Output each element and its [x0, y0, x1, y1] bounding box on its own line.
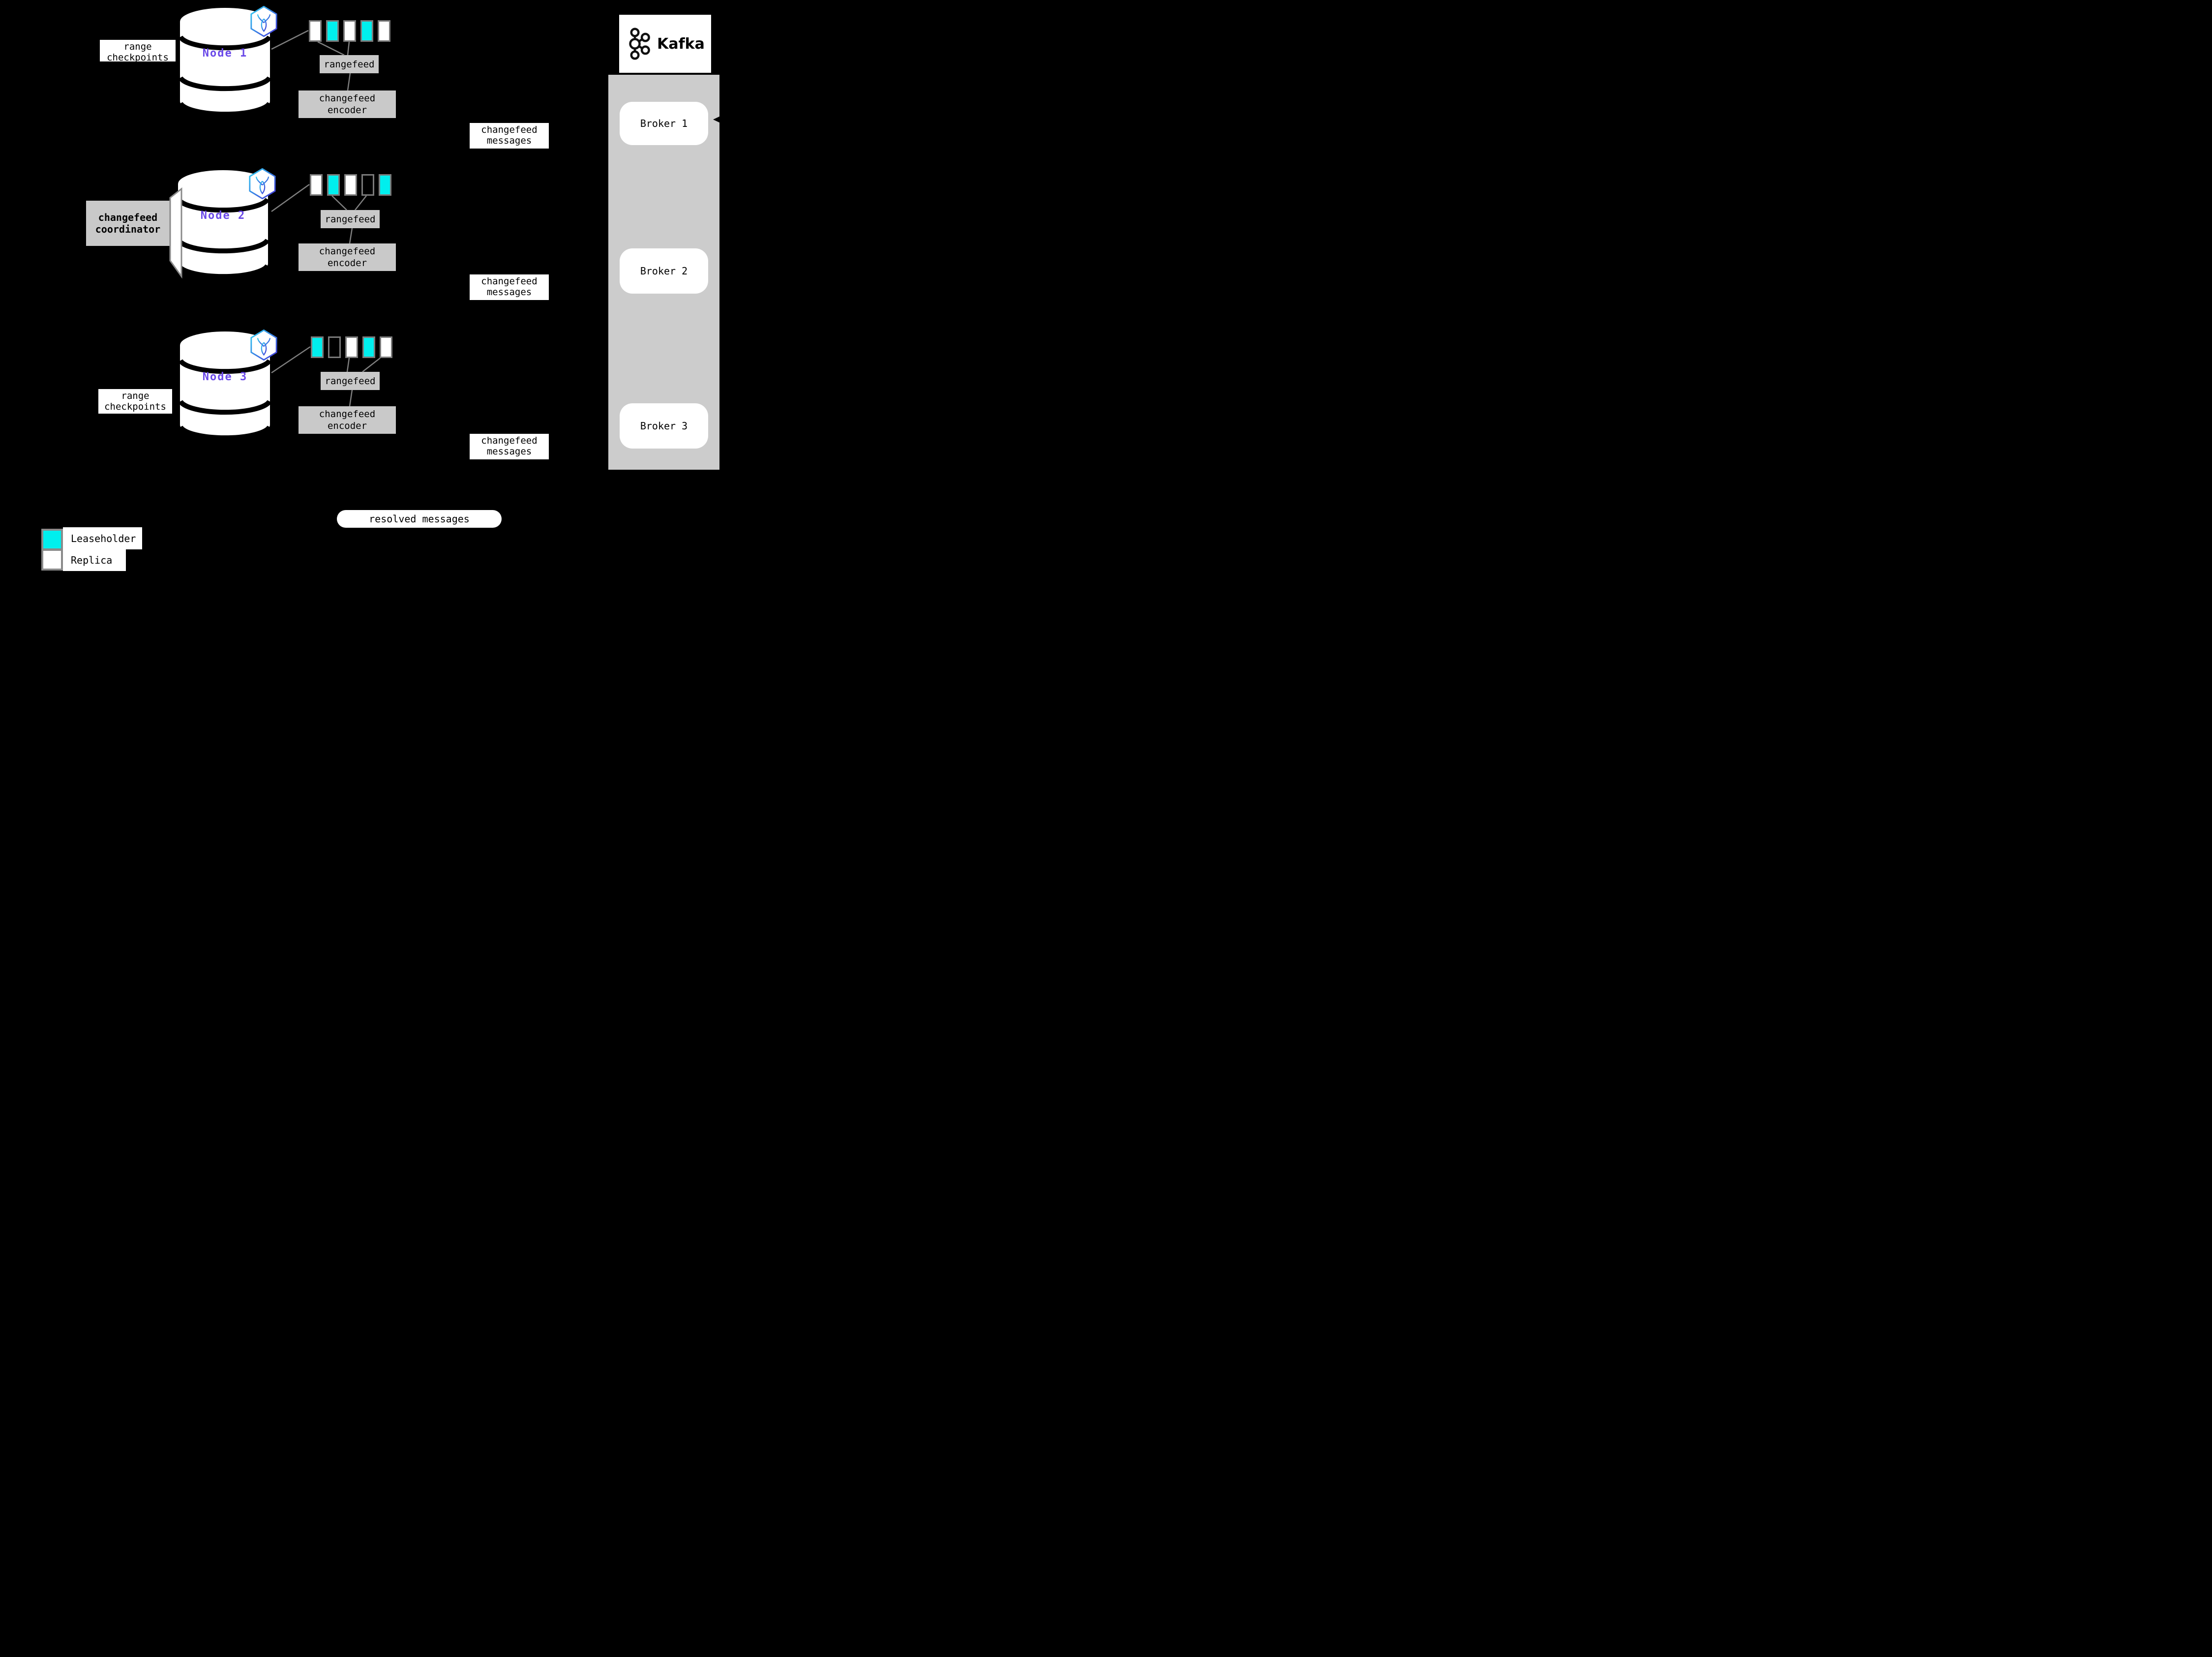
range-box-leaseholder: [362, 336, 375, 358]
range-box-leaseholder: [326, 20, 339, 42]
node-1-cylinder: Node 1: [179, 7, 270, 116]
connector-line: [271, 183, 310, 212]
connector-line: [355, 195, 367, 211]
broker-1: Broker 1: [620, 102, 708, 145]
range-boxes-row: [311, 336, 392, 358]
cockroachdb-logo-icon: [250, 330, 277, 361]
node-3-cylinder: Node 3: [179, 331, 270, 440]
database-cylinder-icon: [179, 331, 270, 440]
range-box-leaseholder: [379, 174, 391, 196]
connector-line: [317, 41, 345, 56]
range-box-leaseholder: [311, 336, 324, 358]
resolved-messages-label: resolved messages: [337, 510, 502, 528]
connector-line: [349, 390, 353, 407]
changefeed-encoder-box: changefeed encoder: [299, 406, 396, 434]
connector-line: [347, 41, 350, 56]
range-box-leaseholder: [327, 174, 340, 196]
legend-leaseholder-swatch: [41, 529, 63, 550]
range-box-none: [328, 336, 341, 358]
range-checkpoints-label: range checkpoints: [100, 40, 176, 61]
changefeed-messages-label: changefeed messages: [470, 274, 549, 300]
range-box-replica: [345, 336, 358, 358]
node-name: Node 2: [200, 210, 246, 222]
range-box-replica: [380, 336, 392, 358]
changefeed-architecture-diagram: { "colors": { "leaseholder": "#00efee", …: [0, 0, 771, 577]
range-boxes-row: [309, 20, 390, 42]
legend-replica-swatch: [41, 549, 63, 571]
range-box-leaseholder: [360, 20, 373, 42]
connector-line: [347, 73, 351, 91]
range-box-replica: [344, 174, 357, 196]
changefeed-messages-label: changefeed messages: [470, 434, 549, 459]
rangefeed-box: rangefeed: [320, 55, 379, 73]
changefeed-coordinator-box: changefeed coordinator: [86, 201, 170, 246]
cockroachdb-logo-icon: [249, 168, 276, 199]
node-name: Node 3: [202, 371, 248, 383]
rangefeed-box: rangefeed: [321, 210, 380, 228]
cockroachdb-logo-icon: [250, 6, 277, 37]
kafka-broker-panel: Broker 1 Broker 2 Broker 3: [608, 75, 719, 470]
legend-leaseholder-label: Leaseholder: [63, 527, 142, 549]
broker-2: Broker 2: [620, 248, 708, 294]
connector-line: [362, 358, 381, 372]
connector-line: [346, 358, 350, 372]
database-cylinder-icon: [178, 170, 269, 278]
node-2-cylinder: Node 2: [178, 169, 269, 278]
rangefeed-box: rangefeed: [321, 372, 380, 390]
changefeed-encoder-box: changefeed encoder: [299, 243, 396, 271]
node-name: Node 1: [202, 47, 248, 60]
changefeed-encoder-box: changefeed encoder: [299, 90, 396, 118]
connector-line: [331, 195, 347, 211]
legend-replica-label: Replica: [63, 549, 126, 571]
range-box-replica: [343, 20, 356, 42]
range-box-replica: [309, 20, 322, 42]
range-box-replica: [310, 174, 323, 196]
connector-line: [349, 228, 353, 244]
broker-3: Broker 3: [620, 403, 708, 449]
range-box-replica: [378, 20, 390, 42]
range-checkpoints-label: range checkpoints: [98, 389, 172, 414]
database-cylinder-icon: [179, 8, 270, 116]
kafka-title: Kafka: [657, 35, 705, 53]
kafka-logo-box: Kafka: [619, 15, 711, 73]
range-box-none: [361, 174, 374, 196]
changefeed-messages-label: changefeed messages: [470, 123, 549, 149]
kafka-logo-icon: [629, 28, 650, 60]
range-boxes-row: [310, 174, 391, 196]
